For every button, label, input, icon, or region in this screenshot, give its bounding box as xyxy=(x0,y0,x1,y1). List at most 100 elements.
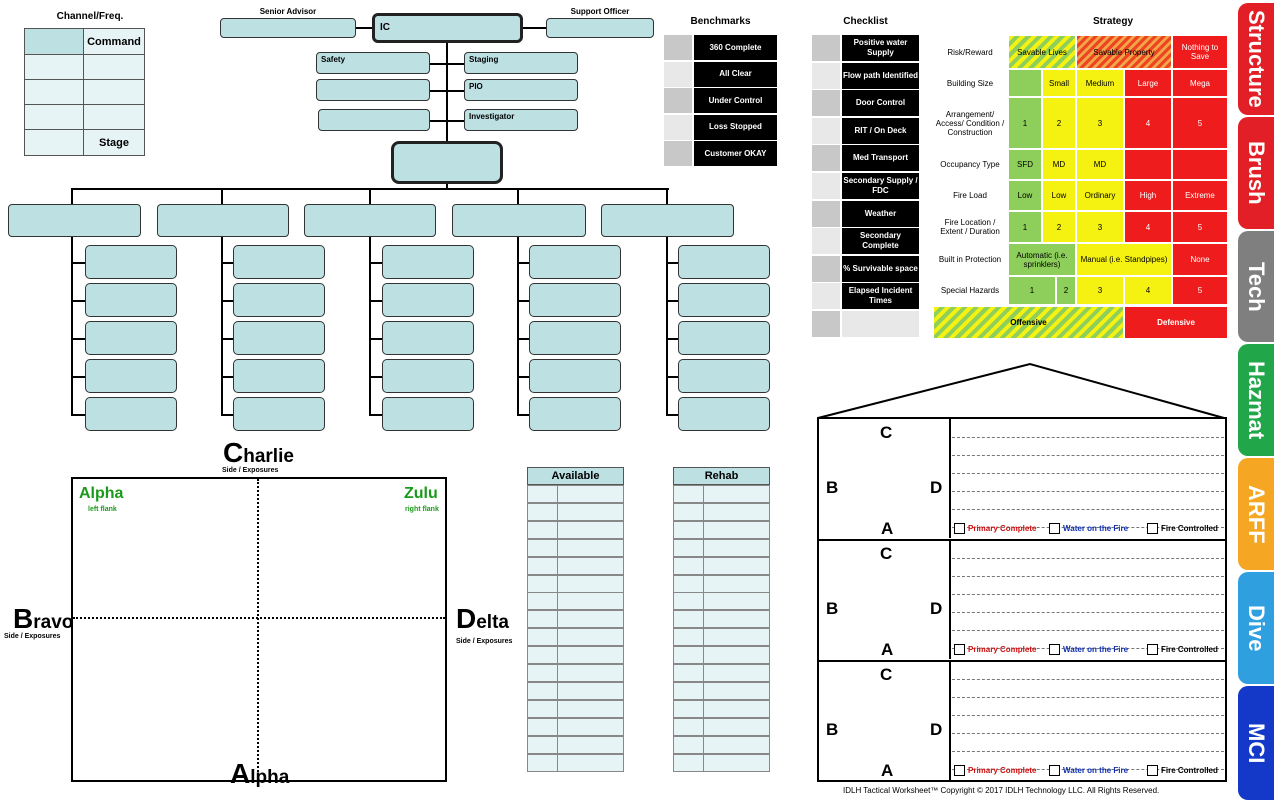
rehab-cell[interactable] xyxy=(703,592,770,611)
rehab-cell[interactable] xyxy=(703,664,770,682)
available-cell[interactable] xyxy=(557,664,624,682)
rehab-cell[interactable] xyxy=(703,502,770,521)
benchmark-checkbox[interactable] xyxy=(664,141,692,167)
strategy-cell[interactable]: 1 xyxy=(1008,97,1042,149)
sides-diagram[interactable] xyxy=(71,477,447,782)
strategy-cell[interactable] xyxy=(1172,149,1228,180)
rehab-cell[interactable] xyxy=(703,646,770,665)
strategy-cell[interactable]: Ordinary xyxy=(1076,180,1124,211)
unit-box[interactable] xyxy=(382,359,474,393)
division-box[interactable] xyxy=(8,204,141,237)
fire-controlled-checkbox[interactable]: Fire Controlled xyxy=(1147,523,1218,534)
tab-tech[interactable]: Tech xyxy=(1238,231,1274,342)
benchmark-checkbox[interactable] xyxy=(664,88,692,114)
primary-complete-checkbox[interactable]: Primary Complete xyxy=(954,523,1036,534)
checklist-checkbox[interactable] xyxy=(812,255,840,282)
strategy-cell[interactable]: Low xyxy=(1042,180,1076,211)
unit-box[interactable] xyxy=(233,245,325,279)
available-cell[interactable] xyxy=(557,538,624,557)
unit-box[interactable] xyxy=(678,283,770,317)
available-cell[interactable] xyxy=(557,592,624,611)
unit-box[interactable] xyxy=(529,397,621,431)
tab-arff[interactable]: ARFF xyxy=(1238,458,1274,570)
strategy-cell[interactable]: 3 xyxy=(1076,211,1124,243)
strategy-cell[interactable] xyxy=(1124,149,1172,180)
checklist-checkbox[interactable] xyxy=(812,90,840,117)
strategy-cell[interactable]: Manual (i.e. Standpipes) xyxy=(1076,243,1172,276)
rehab-cell[interactable] xyxy=(703,556,770,575)
tab-structure[interactable]: Structure xyxy=(1238,3,1274,115)
strategy-cell[interactable]: Savable Property xyxy=(1076,35,1172,69)
strategy-cell[interactable]: Low xyxy=(1008,180,1042,211)
available-cell[interactable] xyxy=(527,699,558,718)
available-cell[interactable] xyxy=(557,628,624,647)
strategy-cell[interactable]: 4 xyxy=(1124,211,1172,243)
available-cell[interactable] xyxy=(527,556,558,575)
support-officer-box[interactable] xyxy=(546,18,654,38)
division-box[interactable] xyxy=(304,204,436,237)
rehab-cell[interactable] xyxy=(673,610,704,629)
tab-dive[interactable]: Dive xyxy=(1238,572,1274,684)
available-cell[interactable] xyxy=(527,520,558,539)
strategy-cell[interactable]: SFD xyxy=(1008,149,1042,180)
available-cell[interactable] xyxy=(527,735,558,754)
strategy-cell[interactable]: 5 xyxy=(1172,276,1228,305)
available-cell[interactable] xyxy=(527,538,558,557)
checklist-checkbox[interactable] xyxy=(812,145,840,172)
rehab-cell[interactable] xyxy=(673,574,704,593)
available-cell[interactable] xyxy=(557,753,624,772)
division-box[interactable] xyxy=(452,204,586,237)
offensive-cell[interactable]: Offensive xyxy=(933,306,1124,339)
strategy-cell[interactable]: MD xyxy=(1076,149,1124,180)
rehab-cell[interactable] xyxy=(703,735,770,754)
defensive-cell[interactable]: Defensive xyxy=(1124,306,1228,339)
rehab-cell[interactable] xyxy=(703,574,770,593)
strategy-cell[interactable]: Medium xyxy=(1076,69,1124,97)
rehab-cell[interactable] xyxy=(703,485,770,503)
rehab-cell[interactable] xyxy=(673,628,704,647)
available-cell[interactable] xyxy=(527,485,558,503)
unit-box[interactable] xyxy=(678,359,770,393)
strategy-cell[interactable]: 3 xyxy=(1076,97,1124,149)
available-cell[interactable] xyxy=(527,502,558,521)
tab-mci[interactable]: MCI xyxy=(1238,686,1274,800)
strategy-cell[interactable]: MD xyxy=(1042,149,1076,180)
rehab-cell[interactable] xyxy=(703,681,770,700)
strategy-cell[interactable]: 2 xyxy=(1042,97,1076,149)
unit-box[interactable] xyxy=(678,397,770,431)
staging-box[interactable]: Staging xyxy=(464,52,578,74)
strategy-cell[interactable] xyxy=(1008,69,1042,97)
rehab-cell[interactable] xyxy=(673,699,704,718)
available-cell[interactable] xyxy=(557,485,624,503)
unit-box[interactable] xyxy=(233,321,325,355)
unit-box[interactable] xyxy=(529,321,621,355)
strategy-cell[interactable]: Large xyxy=(1124,69,1172,97)
water-on-fire-checkbox[interactable]: Water on the Fire xyxy=(1049,644,1128,655)
available-cell[interactable] xyxy=(557,699,624,718)
tab-hazmat[interactable]: Hazmat xyxy=(1238,344,1274,456)
checklist-checkbox[interactable] xyxy=(812,200,840,227)
available-cell[interactable] xyxy=(527,664,558,682)
strategy-cell[interactable]: High xyxy=(1124,180,1172,211)
fire-controlled-checkbox[interactable]: Fire Controlled xyxy=(1147,644,1218,655)
unit-box[interactable] xyxy=(233,359,325,393)
water-on-fire-checkbox[interactable]: Water on the Fire xyxy=(1049,765,1128,776)
checklist-checkbox[interactable] xyxy=(812,117,840,144)
available-cell[interactable] xyxy=(527,681,558,700)
available-cell[interactable] xyxy=(557,646,624,665)
strategy-cell[interactable]: Nothing to Save xyxy=(1172,35,1228,69)
unit-box[interactable] xyxy=(85,321,177,355)
rehab-cell[interactable] xyxy=(703,699,770,718)
rehab-cell[interactable] xyxy=(703,753,770,772)
unit-box[interactable] xyxy=(529,245,621,279)
available-cell[interactable] xyxy=(557,502,624,521)
available-cell[interactable] xyxy=(557,556,624,575)
command-staff-box-3[interactable] xyxy=(318,109,430,131)
unit-box[interactable] xyxy=(233,397,325,431)
rehab-cell[interactable] xyxy=(673,753,704,772)
unit-box[interactable] xyxy=(85,283,177,317)
available-cell[interactable] xyxy=(527,628,558,647)
strategy-cell[interactable]: None xyxy=(1172,243,1228,276)
strategy-cell[interactable]: 4 xyxy=(1124,97,1172,149)
rehab-cell[interactable] xyxy=(703,717,770,736)
